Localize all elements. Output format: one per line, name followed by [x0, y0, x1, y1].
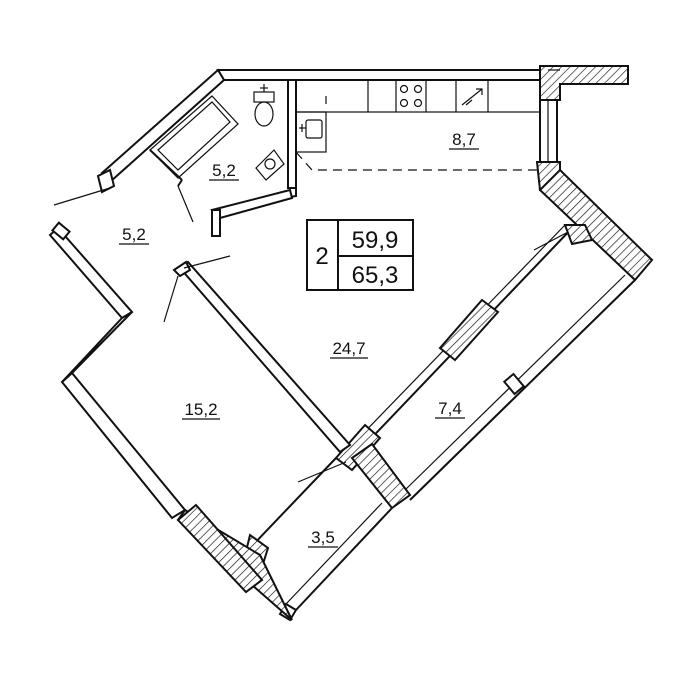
total-area: 65,3 — [352, 262, 399, 289]
living-door — [183, 255, 231, 269]
bath-kitchen-partition — [287, 79, 297, 189]
bedroom-lower-wall-2 — [176, 503, 264, 594]
balcony-post — [502, 372, 526, 396]
balcony-separator — [350, 442, 412, 510]
balcony-door-2 — [297, 461, 347, 483]
kitchen-counter — [295, 79, 541, 113]
area-label-hall: 5,2 — [122, 225, 146, 244]
sink-icon — [255, 149, 285, 181]
area-label-balcony-large: 7,4 — [438, 399, 462, 418]
toilet-icon — [253, 84, 275, 127]
entrance-door — [53, 187, 111, 206]
living-area: 59,9 — [352, 227, 399, 254]
area-label-bathroom: 5,2 — [212, 161, 236, 180]
summary-box: 2 59,9 65,3 — [306, 219, 414, 291]
top-wall — [216, 69, 541, 81]
corner-column — [539, 65, 629, 101]
balcony-large-outline — [409, 279, 636, 501]
room-count: 2 — [315, 243, 328, 270]
upper-left-diagonal-wall — [100, 68, 226, 184]
stove-icon — [399, 84, 423, 108]
bedroom-door — [163, 275, 179, 323]
area-label-kitchen: 8,7 — [452, 130, 476, 149]
bathroom-lower-wall — [210, 188, 294, 220]
right-diagonal-wall — [538, 168, 654, 282]
partition-end — [172, 260, 192, 278]
bathtub-icon — [149, 95, 239, 179]
area-label-balcony-small: 3,5 — [311, 528, 335, 547]
ventilation-icon — [461, 88, 483, 106]
balcony-small-outline — [249, 457, 337, 549]
bedroom-left-wall — [60, 371, 187, 520]
kitchen-zone-boundary — [295, 151, 537, 171]
bathroom-door — [177, 185, 194, 223]
kitchen-side-counter — [295, 111, 327, 153]
hall-left-wall — [48, 226, 134, 320]
balcony-door-1 — [533, 231, 569, 251]
living-wall-pier-1 — [563, 224, 594, 246]
wall-stub — [96, 168, 116, 194]
hall-left-wall-2 — [61, 311, 133, 383]
wall-stub-2 — [51, 221, 71, 241]
kitchen-sink-icon — [305, 119, 323, 139]
living-wall-pier-2 — [438, 298, 500, 362]
area-label-bedroom: 15,2 — [184, 400, 217, 419]
area-label-living: 24,7 — [332, 339, 365, 358]
bathroom-door-post — [211, 209, 221, 237]
